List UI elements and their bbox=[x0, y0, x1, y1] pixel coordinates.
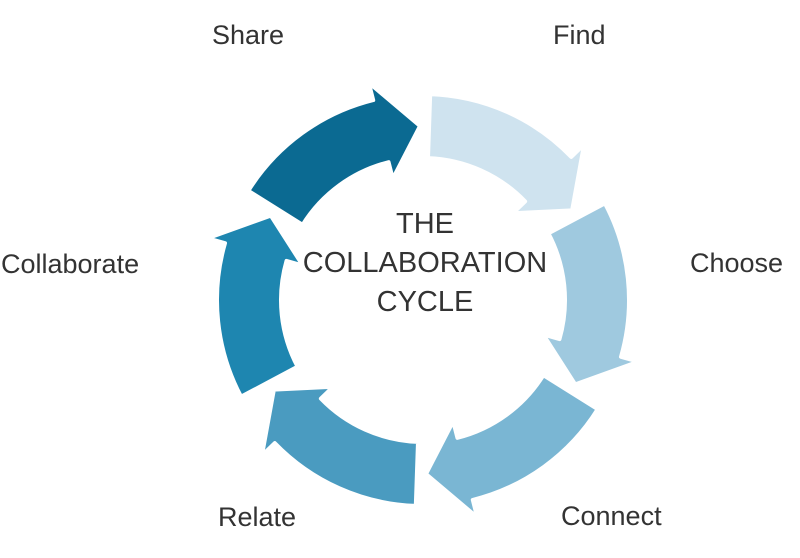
cycle-arrow-choose bbox=[541, 201, 641, 387]
center-title-line-3: CYCLE bbox=[376, 286, 474, 318]
cycle-arrow-share bbox=[246, 80, 422, 227]
stage-label-connect: Connect bbox=[561, 501, 662, 531]
stage-label-collaborate: Collaborate bbox=[1, 249, 140, 279]
cycle-arrow-relate bbox=[259, 384, 420, 508]
center-title: THE COLLABORATION CYCLE bbox=[280, 205, 570, 322]
center-title-line-2: COLLABORATION bbox=[302, 247, 548, 279]
cycle-arrow-connect bbox=[424, 373, 600, 520]
stage-label-choose: Choose bbox=[690, 248, 784, 278]
stage-label-share: Share bbox=[212, 20, 285, 50]
cycle-arrow-find bbox=[426, 92, 587, 216]
cycle-arrow-collaborate bbox=[205, 213, 305, 399]
center-title-line-1: THE bbox=[396, 208, 454, 240]
stage-label-relate: Relate bbox=[218, 502, 297, 532]
stage-label-find: Find bbox=[553, 20, 606, 50]
